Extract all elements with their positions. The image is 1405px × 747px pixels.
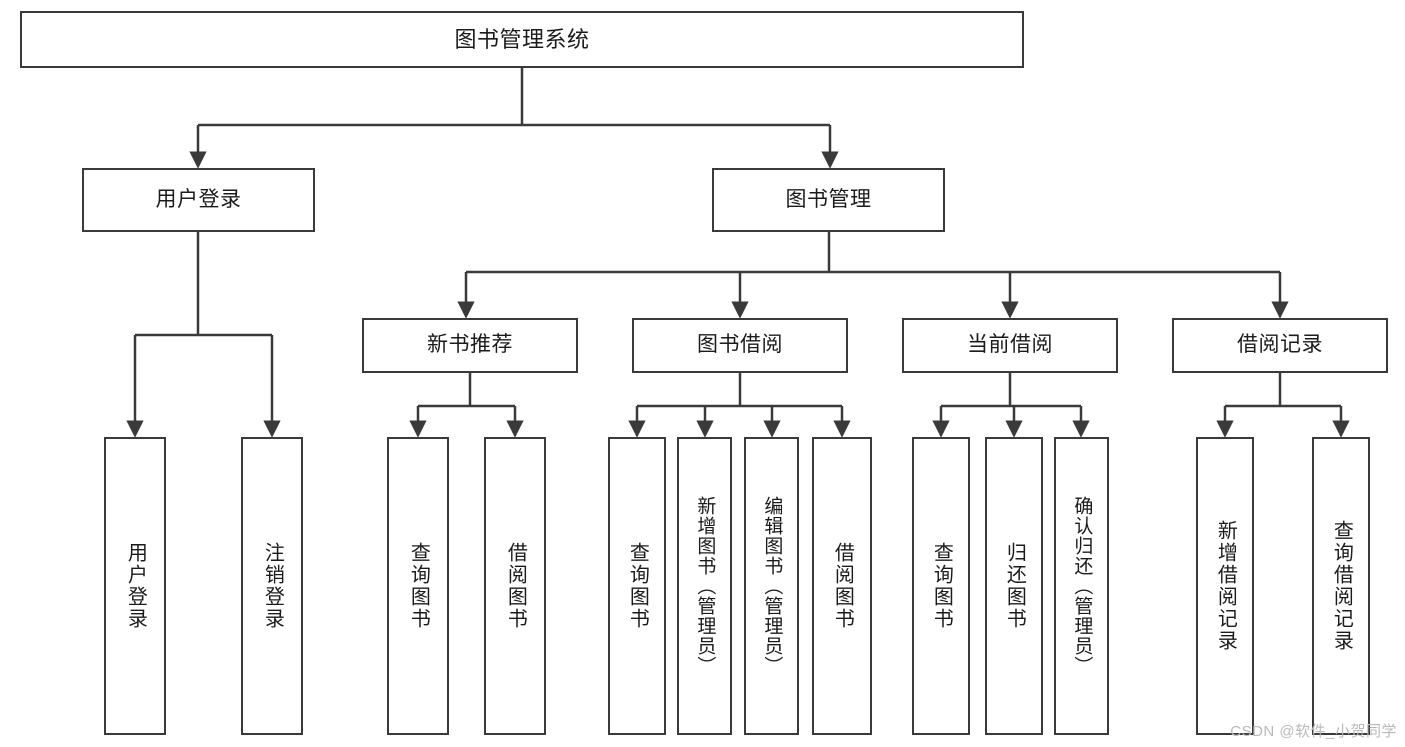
node-leaf-query-book-borrow-label: 查询图书 <box>626 542 649 630</box>
node-leaf-add-book[interactable]: 新增图书（管理员） <box>677 437 732 735</box>
node-leaf-query-book-borrow[interactable]: 查询图书 <box>608 437 666 735</box>
node-root[interactable]: 图书管理系统 <box>20 11 1024 68</box>
node-leaf-borrow-book[interactable]: 借阅图书 <box>812 437 872 735</box>
node-leaf-logout[interactable]: 注销登录 <box>241 437 303 735</box>
node-leaf-user-login[interactable]: 用户登录 <box>104 437 166 735</box>
node-leaf-add-book-label: 新增图书（管理员） <box>694 496 716 676</box>
node-book-borrow-label: 图书借阅 <box>697 333 783 357</box>
node-leaf-confirm-return[interactable]: 确认归还（管理员） <box>1054 437 1109 735</box>
node-new-book-recommend[interactable]: 新书推荐 <box>362 318 578 373</box>
node-root-label: 图书管理系统 <box>454 26 590 52</box>
node-leaf-add-record[interactable]: 新增借阅记录 <box>1196 437 1254 735</box>
node-leaf-add-record-label: 新增借阅记录 <box>1214 520 1237 652</box>
node-book-borrow[interactable]: 图书借阅 <box>632 318 848 373</box>
node-leaf-return-book[interactable]: 归还图书 <box>985 437 1043 735</box>
node-borrow-record-label: 借阅记录 <box>1237 333 1323 357</box>
node-leaf-borrow-book-recommend-label: 借阅图书 <box>504 542 527 630</box>
node-leaf-edit-book[interactable]: 编辑图书（管理员） <box>744 437 799 735</box>
node-leaf-confirm-return-label: 确认归还（管理员） <box>1071 496 1093 676</box>
node-leaf-query-record-label: 查询借阅记录 <box>1330 520 1353 652</box>
node-leaf-return-book-label: 归还图书 <box>1003 542 1026 630</box>
node-borrow-record[interactable]: 借阅记录 <box>1172 318 1388 373</box>
node-book-management-label: 图书管理 <box>785 187 872 211</box>
node-leaf-query-book-current-label: 查询图书 <box>930 542 953 630</box>
node-new-book-recommend-label: 新书推荐 <box>427 333 513 357</box>
node-leaf-query-record[interactable]: 查询借阅记录 <box>1312 437 1370 735</box>
node-leaf-edit-book-label: 编辑图书（管理员） <box>761 496 783 676</box>
node-leaf-query-book-recommend-label: 查询图书 <box>407 542 430 630</box>
watermark: CSDN @软件_小贺同学 <box>1230 723 1397 740</box>
node-leaf-query-book-current[interactable]: 查询图书 <box>912 437 970 735</box>
node-leaf-borrow-book-label: 借阅图书 <box>831 542 854 630</box>
node-current-borrow[interactable]: 当前借阅 <box>902 318 1118 373</box>
node-leaf-logout-label: 注销登录 <box>261 542 284 630</box>
node-current-borrow-label: 当前借阅 <box>967 333 1053 357</box>
node-leaf-user-login-label: 用户登录 <box>124 542 147 630</box>
node-user-login-label: 用户登录 <box>155 187 242 211</box>
node-leaf-query-book-recommend[interactable]: 查询图书 <box>387 437 449 735</box>
node-book-management[interactable]: 图书管理 <box>712 168 945 232</box>
node-user-login[interactable]: 用户登录 <box>82 168 315 232</box>
node-leaf-borrow-book-recommend[interactable]: 借阅图书 <box>484 437 546 735</box>
